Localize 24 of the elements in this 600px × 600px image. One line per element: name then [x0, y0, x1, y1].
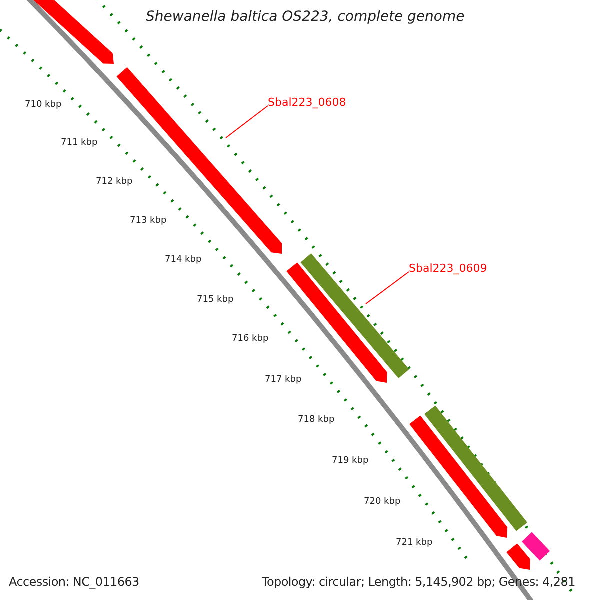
gene-bar — [424, 406, 528, 532]
tick-label: 711 kbp — [61, 138, 98, 148]
gene-block — [286, 262, 388, 383]
leader-line — [226, 106, 268, 138]
tick-label: 717 kbp — [265, 375, 302, 385]
tick-label: 718 kbp — [298, 415, 335, 425]
title: Shewanella baltica OS223, complete genome — [146, 9, 465, 25]
info-text: Accession: NC_011663 — [9, 575, 140, 589]
tick-label: 710 kbp — [25, 100, 62, 110]
tick-label: 713 kbp — [130, 216, 167, 226]
info-text: Topology: circular; Length: 5,145,902 bp; Genes: 4,281 — [262, 575, 576, 589]
tick-label: 715 kbp — [197, 295, 234, 305]
gene-label: Sbal223_0609 — [409, 262, 488, 275]
gene-block — [410, 416, 508, 538]
tick-label: 712 kbp — [96, 177, 133, 187]
tick-label: 719 kbp — [332, 456, 369, 466]
gene-bar — [300, 254, 410, 378]
tick-label: 716 kbp — [232, 334, 269, 344]
gene-bar — [522, 532, 550, 561]
leader-line — [366, 272, 410, 304]
tick-label: 721 kbp — [396, 538, 433, 548]
gene-block — [506, 544, 530, 570]
tick-label: 720 kbp — [364, 497, 401, 507]
gene-label: Sbal223_0608 — [268, 96, 346, 109]
